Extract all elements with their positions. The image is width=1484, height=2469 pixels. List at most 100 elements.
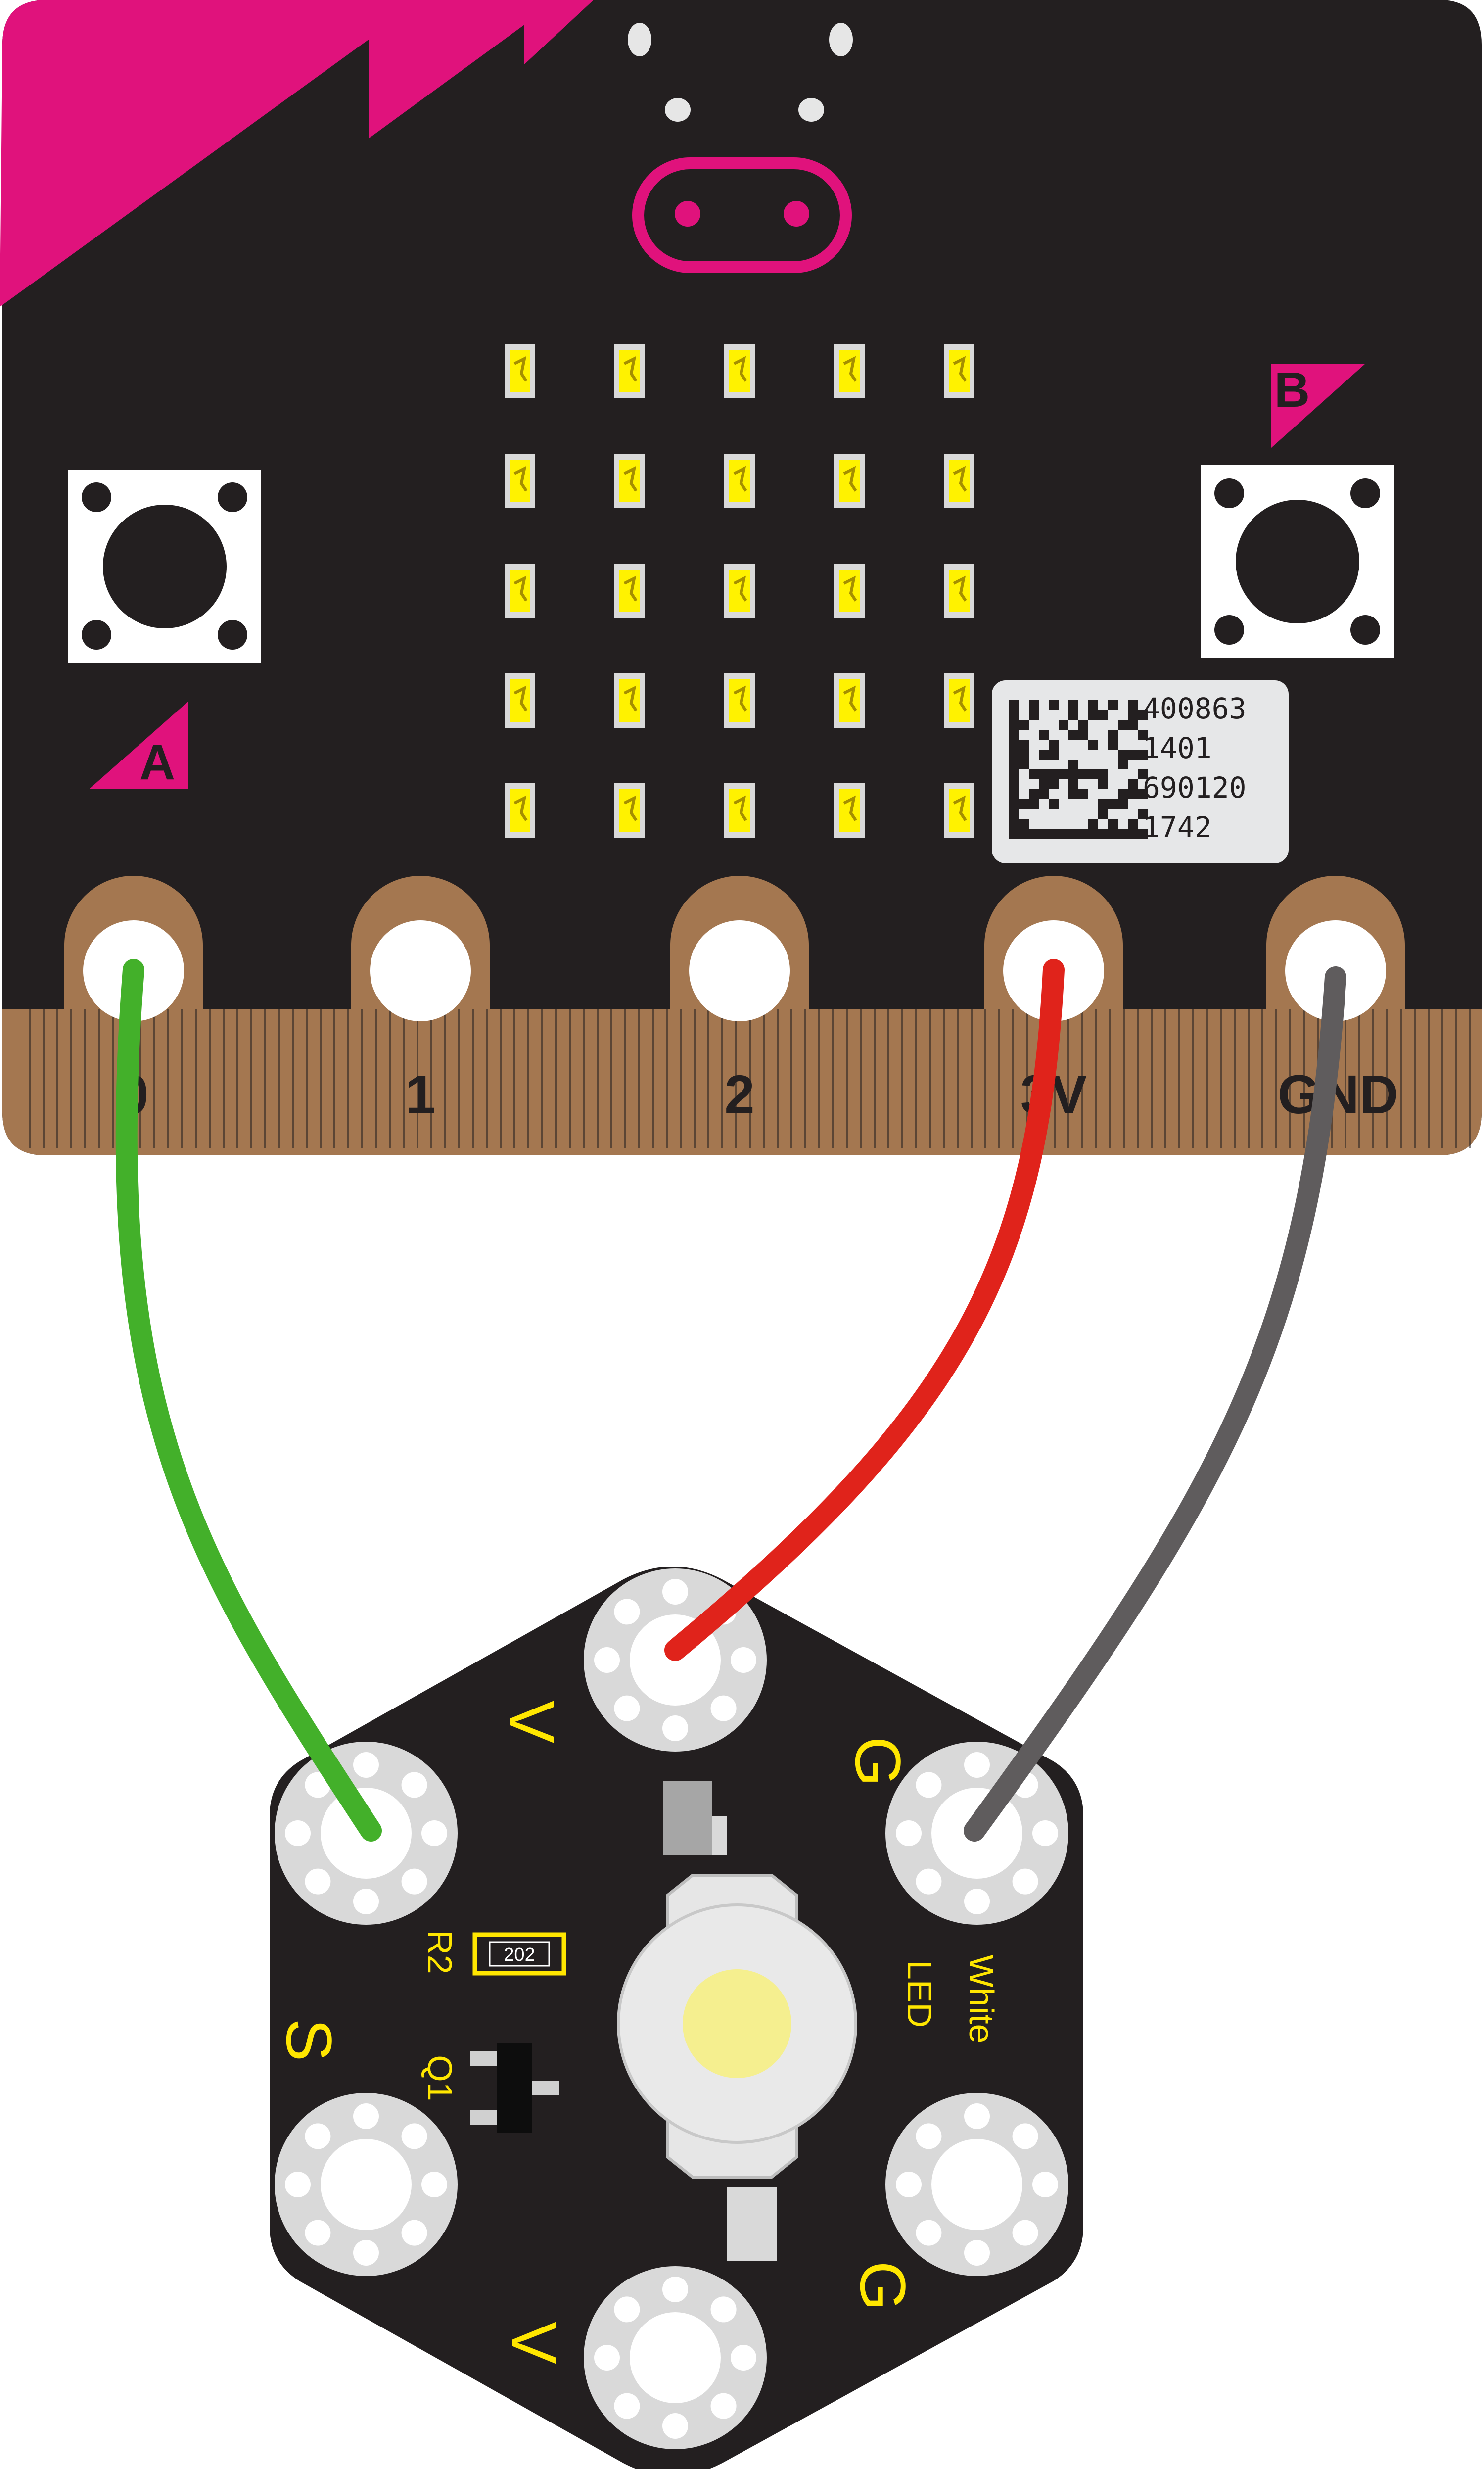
serial-line-4: 1742 (1143, 810, 1212, 844)
datamatrix-cell (1138, 710, 1148, 720)
resistor-r2: 202 R2 (420, 1930, 566, 1976)
datamatrix-cell (1128, 829, 1138, 839)
serial-line-3: 690120 (1143, 771, 1247, 805)
datamatrix-cell (1138, 809, 1148, 819)
datamatrix-cell (1088, 829, 1098, 839)
pin-hole-2[interactable] (689, 920, 790, 1021)
datamatrix-cell (1019, 760, 1029, 769)
datamatrix-cell (1108, 700, 1118, 710)
datamatrix-cell (1118, 760, 1128, 769)
pad-g-lower[interactable] (885, 2093, 1068, 2276)
matrix-led (834, 454, 865, 508)
pad-s-lower[interactable] (275, 2093, 458, 2276)
datamatrix-cell (1118, 799, 1128, 809)
datamatrix-cell (1138, 750, 1148, 760)
datamatrix-cell (1098, 809, 1108, 819)
datamatrix-cell (1019, 819, 1029, 829)
led-matrix (505, 344, 974, 838)
pin-pad-1[interactable] (351, 876, 490, 1021)
matrix-led (834, 673, 865, 728)
matrix-led (505, 344, 535, 398)
logo-eye-left (675, 201, 700, 227)
button-a-triangle (89, 702, 188, 789)
datamatrix-cell (1029, 789, 1039, 799)
button-a-pin (82, 482, 111, 512)
wire-signal-green[interactable] (115, 959, 382, 1842)
datamatrix-cell (1068, 710, 1078, 720)
datamatrix-cell (1088, 819, 1098, 829)
datamatrix-cell (1049, 750, 1059, 760)
datamatrix-cell (1009, 769, 1019, 779)
hole-top-left (628, 23, 651, 56)
led-tab-top-lead (712, 1816, 727, 1855)
datamatrix-cell (1108, 799, 1118, 809)
hole-mid-left (665, 98, 691, 122)
datamatrix-cell (1009, 829, 1019, 839)
white-led-module: V G S G V 202 R2 Q1 White L (270, 1567, 1083, 2469)
pin-pad-2[interactable] (670, 876, 809, 1021)
matrix-led (505, 783, 535, 838)
datamatrix-cell (1108, 740, 1118, 750)
datamatrix-cell (1049, 799, 1059, 809)
wire-power-red[interactable] (664, 959, 1065, 1661)
label-v-top: V (496, 1701, 568, 1744)
datamatrix-cell (1078, 730, 1088, 740)
datamatrix-cell (1068, 769, 1078, 779)
matrix-led (944, 454, 974, 508)
datamatrix-cell (1068, 700, 1078, 710)
matrix-led (724, 454, 755, 508)
datamatrix-cell (1088, 769, 1098, 779)
datamatrix-cell (1128, 700, 1138, 710)
button-b[interactable] (1201, 465, 1394, 658)
wire-ground-gray[interactable] (964, 966, 1346, 1842)
button-b-marker: B (1271, 362, 1365, 448)
button-a-pin (218, 620, 247, 650)
datamatrix-cell (1128, 789, 1138, 799)
button-b-cap[interactable] (1236, 500, 1359, 623)
datamatrix-cell (1088, 710, 1098, 720)
datamatrix-cell (1059, 720, 1068, 730)
pad-v-bottom[interactable] (584, 2266, 767, 2449)
button-b-label: B (1274, 362, 1310, 418)
r2-outline (472, 1932, 566, 1976)
datamatrix-cell (1029, 829, 1039, 839)
transistor-q1: Q1 (420, 2043, 559, 2133)
datamatrix-cell (1009, 809, 1019, 819)
button-a-label: A (139, 735, 175, 790)
datamatrix-cell (1128, 779, 1138, 789)
button-b-pin (1350, 615, 1380, 645)
hole-mid-right (798, 98, 824, 122)
datamatrix-cell (1019, 720, 1029, 730)
pin-hole-1[interactable] (370, 920, 471, 1021)
datamatrix-cell (1078, 720, 1088, 730)
matrix-led (724, 783, 755, 838)
button-a-cap[interactable] (103, 505, 227, 628)
serial-line-2: 1401 (1143, 731, 1212, 765)
led-emitter (683, 1969, 791, 2078)
wires (115, 959, 1346, 1842)
datamatrix-cell (1019, 750, 1029, 760)
matrix-led (505, 564, 535, 618)
datamatrix-cell (1049, 700, 1059, 710)
matrix-led (944, 673, 974, 728)
pin-label-2: 2 (724, 1064, 754, 1125)
datamatrix-cell (1068, 779, 1078, 789)
datamatrix-cell (1108, 829, 1118, 839)
datamatrix-cell (1088, 700, 1098, 710)
datamatrix-cell (1078, 769, 1088, 779)
datamatrix-cell (1118, 750, 1128, 760)
matrix-led (614, 454, 645, 508)
pin-label-gnd: GND (1278, 1064, 1398, 1125)
label-s-left: S (273, 2019, 345, 2062)
datamatrix-cell (1128, 710, 1138, 720)
datamatrix-cell (1009, 730, 1019, 740)
button-a[interactable] (68, 470, 261, 663)
matrix-led (724, 344, 755, 398)
datamatrix-cell (1019, 740, 1029, 750)
datamatrix-cell (1049, 740, 1059, 750)
label-g-bottom: G (847, 2261, 919, 2311)
datamatrix-cell (1059, 829, 1068, 839)
datamatrix-cell (1049, 829, 1059, 839)
hole-top-right (829, 23, 853, 56)
